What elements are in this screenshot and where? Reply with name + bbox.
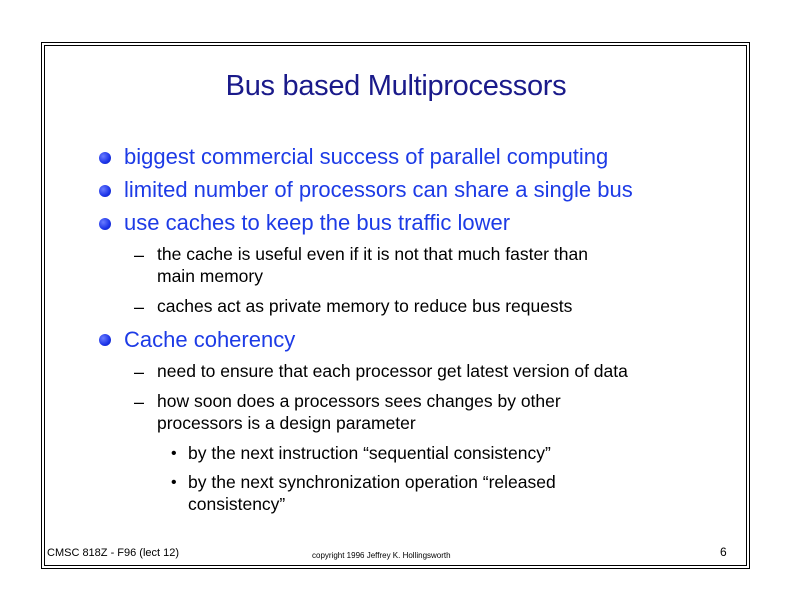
bullet-icon xyxy=(99,185,111,197)
bullet-icon xyxy=(99,218,111,230)
bullet-text: use caches to keep the bus traffic lower xyxy=(124,210,511,235)
bullet-icon xyxy=(99,152,111,164)
subsubitem-text: by the next synchronization operation “r… xyxy=(188,472,556,492)
dot-icon: • xyxy=(171,474,177,491)
subsubitem-text: by the next instruction “sequential cons… xyxy=(188,443,551,463)
slide-border-inner xyxy=(44,45,747,566)
bullet-icon xyxy=(99,334,111,346)
subitem-text: processors is a design parameter xyxy=(157,413,416,433)
dot-icon: • xyxy=(171,445,177,462)
dash-icon: – xyxy=(134,392,145,412)
dash-icon: – xyxy=(134,245,145,265)
subitem-text: how soon does a processors sees changes … xyxy=(157,391,561,411)
bullet-text: limited number of processors can share a… xyxy=(124,177,633,202)
subitem-text: need to ensure that each processor get l… xyxy=(157,361,628,381)
footer-copyright: copyright 1996 Jeffrey K. Hollingsworth xyxy=(312,551,451,560)
bullet-text: Cache coherency xyxy=(124,327,296,352)
dash-icon: – xyxy=(134,297,145,317)
dash-icon: – xyxy=(134,362,145,382)
subitem-text: the cache is useful even if it is not th… xyxy=(157,244,588,264)
page-number: 6 xyxy=(720,545,727,559)
subitem-text: main memory xyxy=(157,266,263,286)
footer-course: CMSC 818Z - F96 (lect 12) xyxy=(47,547,180,559)
slide-title: Bus based Multiprocessors xyxy=(225,70,567,102)
subitem-text: caches act as private memory to reduce b… xyxy=(157,296,573,316)
bullet-text: biggest commercial success of parallel c… xyxy=(124,144,609,169)
subsubitem-text: consistency” xyxy=(188,494,286,514)
slide-border-outer xyxy=(41,42,750,569)
